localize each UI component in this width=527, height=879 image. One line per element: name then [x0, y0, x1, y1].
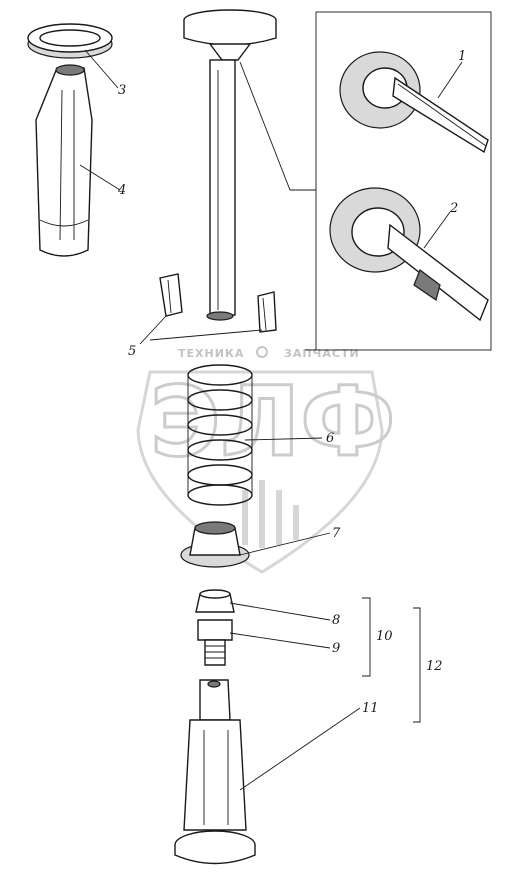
- callout-12: 12: [426, 659, 443, 674]
- callout-leaders: [79, 49, 463, 791]
- callout-3: 3: [118, 83, 126, 98]
- callout-9: 9: [332, 641, 340, 656]
- callout-6: 6: [326, 431, 334, 446]
- spring-seat: [180, 521, 250, 568]
- hex-nut: [195, 589, 235, 613]
- callout-10: 10: [376, 629, 393, 644]
- callout-2: 2: [449, 201, 458, 216]
- watermark-gear-icon: [256, 346, 268, 358]
- watermark-left-word: ТЕХНИКА: [178, 347, 244, 360]
- callout-4: 4: [117, 183, 126, 198]
- watermark-logo-letters: ЭЛФ: [150, 366, 395, 478]
- inset-valve-detail-2: [329, 187, 489, 322]
- watermark-logo: ЭЛФ ТЕХНИКА ЗАПЧАСТИ: [136, 346, 397, 574]
- callout-11: 11: [362, 701, 379, 716]
- detail-inset-frame: [239, 11, 492, 351]
- callout-5: 5: [128, 344, 136, 359]
- guide-bushing: [35, 64, 93, 257]
- callout-1: 1: [458, 49, 466, 64]
- inset-valve-detail-1: [339, 51, 489, 154]
- valve-stem: [183, 9, 277, 321]
- coil-spring: [187, 364, 253, 506]
- callout-7: 7: [332, 526, 341, 541]
- washer-ring: [27, 23, 113, 59]
- callout-8: 8: [332, 613, 340, 628]
- adjusting-screw: [197, 619, 233, 666]
- valve-tappet: [174, 679, 256, 865]
- split-cotters: [159, 273, 277, 333]
- watermark-right-word: ЗАПЧАСТИ: [284, 347, 360, 360]
